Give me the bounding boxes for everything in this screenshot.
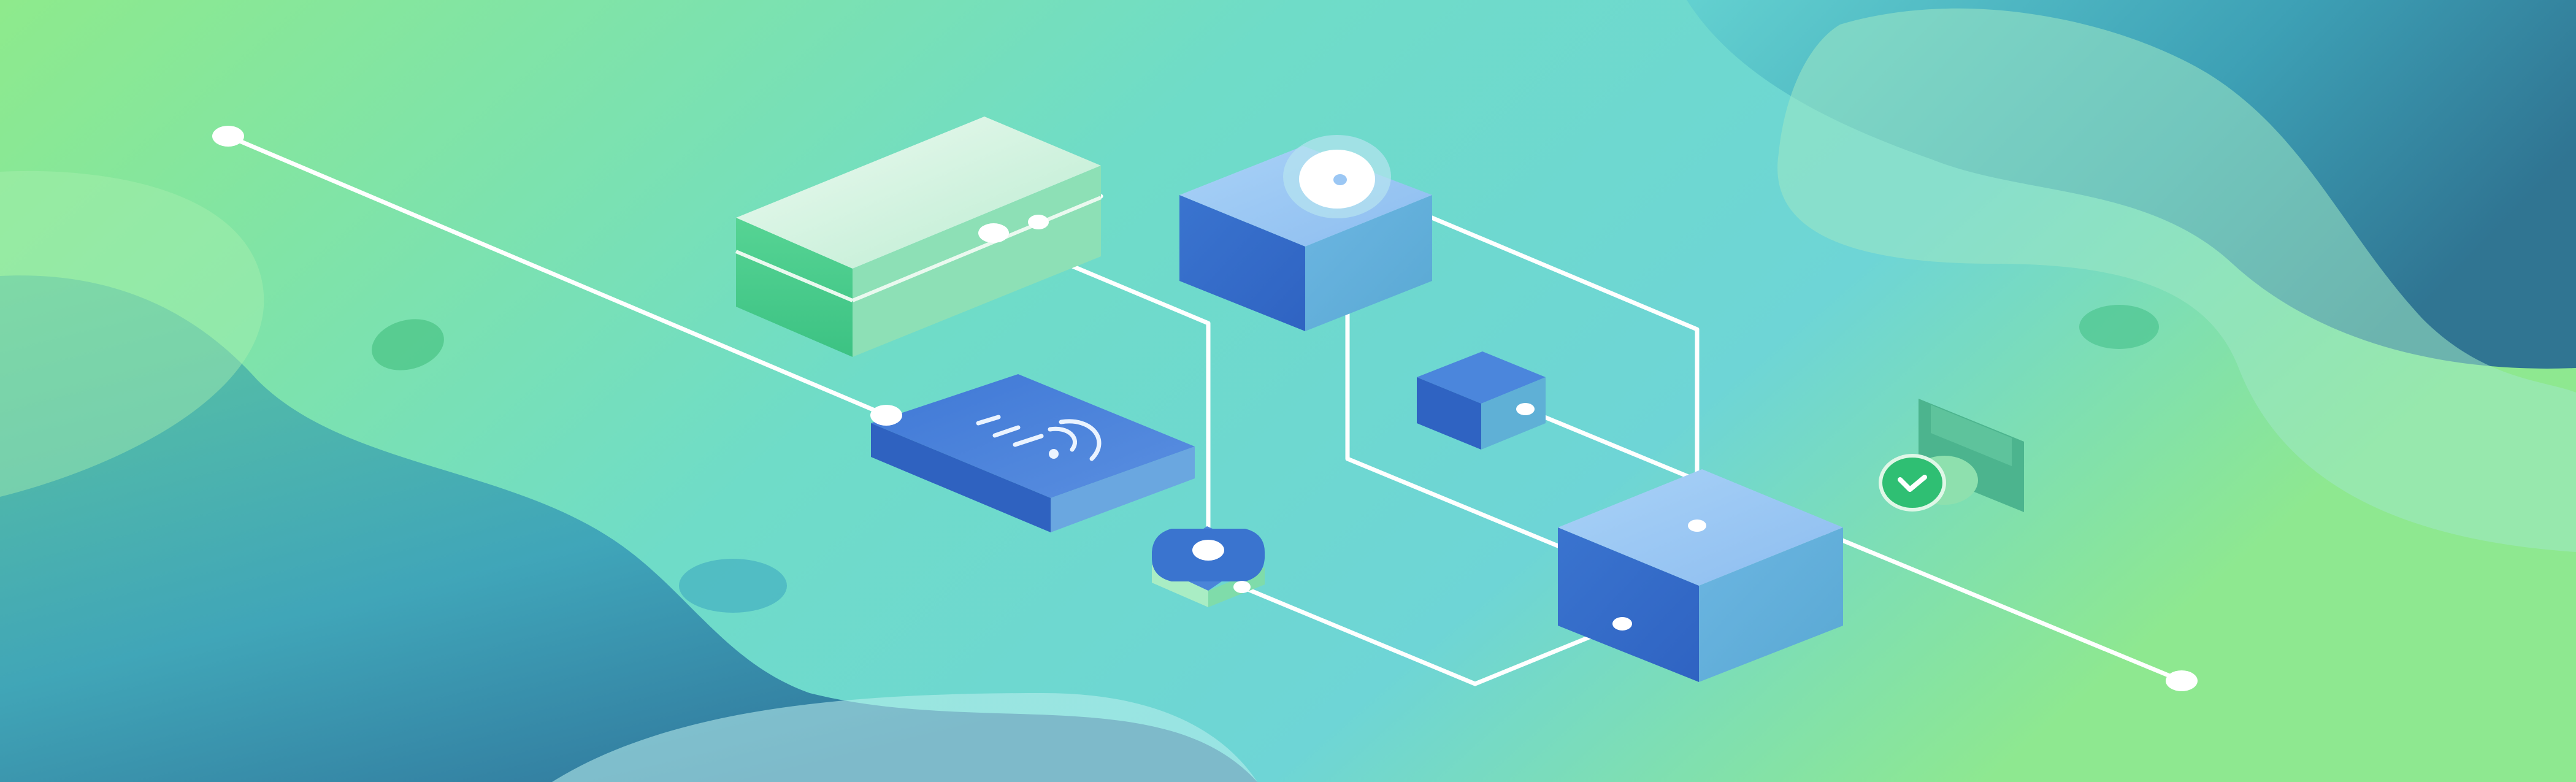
small-blue-cube	[1417, 351, 1546, 450]
endpoint-dot	[1192, 540, 1224, 561]
background-wave-right-light	[1777, 8, 2576, 552]
disc-icon	[1283, 135, 1391, 218]
endpoint-dot	[1028, 215, 1049, 229]
green-storage-box	[735, 117, 1102, 357]
endpoint-dot	[2166, 670, 2198, 691]
endpoint-dot	[1516, 403, 1535, 415]
floating-dot	[679, 559, 787, 613]
endpoint-dot	[1688, 519, 1706, 532]
endpoint-dot	[1612, 617, 1632, 631]
wifi-icon	[976, 415, 1102, 461]
endpoint-dot	[870, 405, 902, 426]
line-node-to-bigcube	[1240, 585, 1625, 686]
line-smallcube-to-end	[1523, 407, 2184, 683]
check-icon	[1898, 475, 1927, 492]
wifi-platform	[871, 374, 1195, 532]
background-wave-left-light	[0, 171, 264, 497]
disc-server-cube	[1179, 135, 1432, 331]
floating-dot	[372, 319, 444, 370]
endpoint-dot	[1233, 581, 1251, 593]
background-wave-left	[0, 275, 1257, 782]
endpoint-dot	[212, 126, 244, 147]
line-disc-to-bigcube	[1338, 177, 1700, 528]
line-left-to-platform	[226, 134, 889, 418]
verified-badge	[1879, 399, 2024, 512]
line-topcube-down	[1345, 312, 1560, 548]
endpoint-dot	[978, 223, 1009, 243]
connection-endpoints	[212, 126, 2198, 691]
floating-dot	[2079, 305, 2159, 349]
background-wave-bottom-light	[552, 693, 1257, 782]
